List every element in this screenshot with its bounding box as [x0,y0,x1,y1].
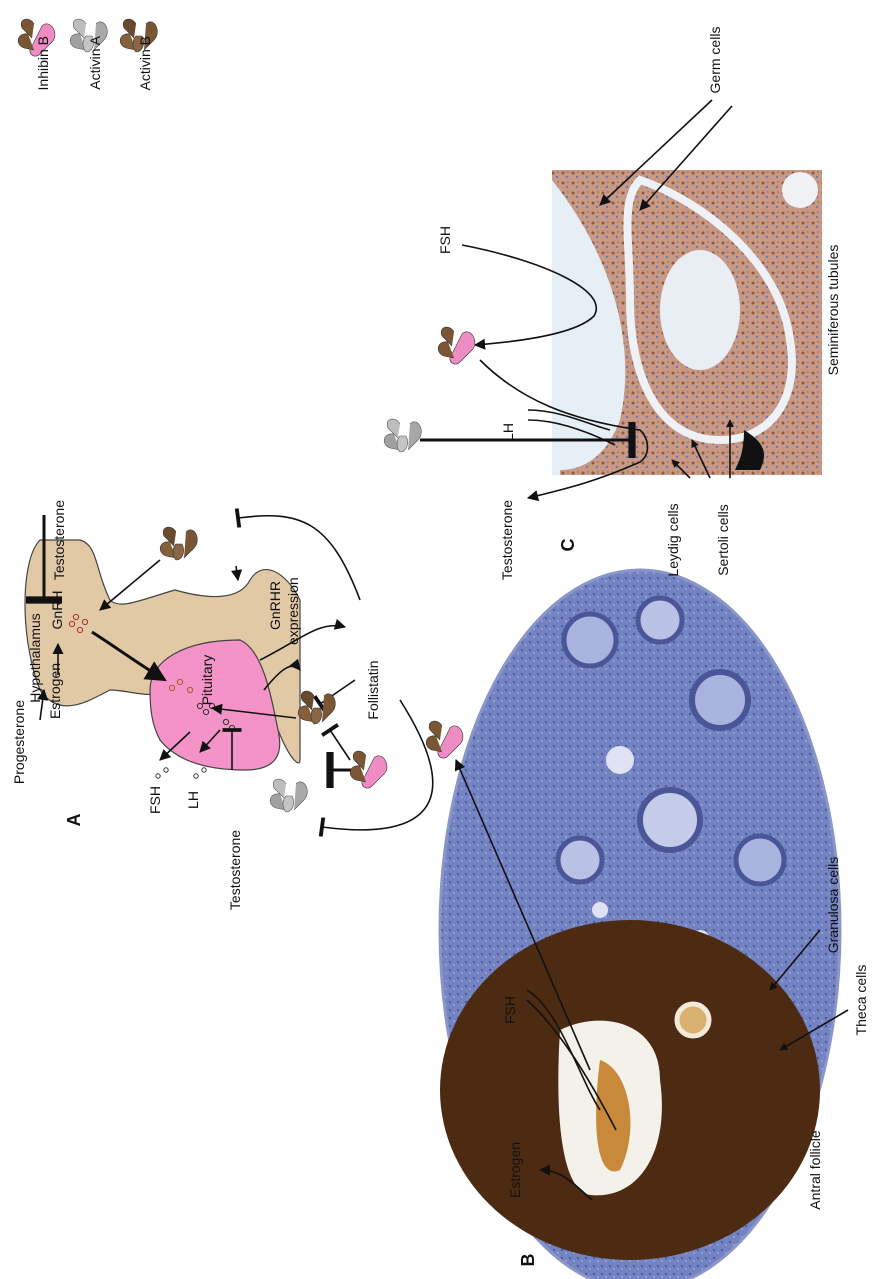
panel-c-letter: C [558,539,578,552]
germ-cells-label: Germ cells [707,27,723,94]
inhibin-b-panel-a-icon [350,751,387,788]
leydig-cells-label: Leydig cells [665,503,681,576]
lh-label-a: LH [185,791,201,809]
follistatin-label: Follistatin [365,660,381,719]
testosterone-label-c: Testosterone [499,500,515,580]
legend-label-activin-a: Activin A [87,35,103,89]
legend-label-activin-b: Activin B [137,36,153,90]
lh-label-c: LH [500,423,516,441]
panel-c: Germ cells FSH LH Testosterone Leydig ce… [384,27,841,581]
lumen-2 [782,172,818,208]
tubule-lumen [660,250,740,370]
seminiferous-tubules-label: Seminiferous tubules [825,245,841,376]
hypothalamus-label: Hypothalamus [27,613,43,703]
testosterone-bottom-label: Testosterone [227,830,243,910]
sertoli-cells-label: Sertoli cells [715,504,731,576]
panel-a: Progesterone Estrogen Hypothalamus GnRH … [11,500,433,910]
activin-b-hypothalamus-icon [160,527,197,560]
progesterone-label: Progesterone [11,700,27,784]
granulosa-cells-label: Granulosa cells [825,857,841,954]
activin-gnrhr-arrow [236,566,238,580]
panel-b: Estrogen FSH Antral follicle Granulosa c… [426,570,869,1279]
panel-b-letter: B [518,1254,538,1267]
testosterone-top-label: Testosterone [51,500,67,580]
pituitary-label: Pituitary [199,655,215,706]
activin-a-panel-a-icon [270,779,307,812]
theca-cells-label: Theca cells [853,965,869,1036]
oocyte [677,1004,709,1036]
legend-label-inhibin-b: Inhibin B [35,36,51,90]
gnrhr-label-line1: GnRHR [267,581,283,630]
inhibin-b-panel-b-icon [426,721,463,758]
gnrh-label: GnRH [49,591,65,630]
released-granules [156,768,206,778]
gnrhr-label-line2: expression [285,577,301,645]
panel-a-letter: A [64,814,84,827]
antral-follicle-label: Antral follicle [807,1130,823,1210]
inhibin-inhibit-activin-b [330,730,350,760]
fsh-label-b: FSH [502,996,518,1024]
activin-a-panel-c-icon [384,419,421,452]
fsh-label-a: FSH [147,786,163,814]
fsh-label-c: FSH [437,226,453,254]
legend: Inhibin B Activin A Activin B [18,19,157,90]
inhibin-b-panel-c-icon [438,327,475,364]
activin-b-pituitary-icon [298,691,335,724]
estrogen-label-b: Estrogen [507,1142,523,1198]
estrogen-label: Estrogen [47,663,63,719]
